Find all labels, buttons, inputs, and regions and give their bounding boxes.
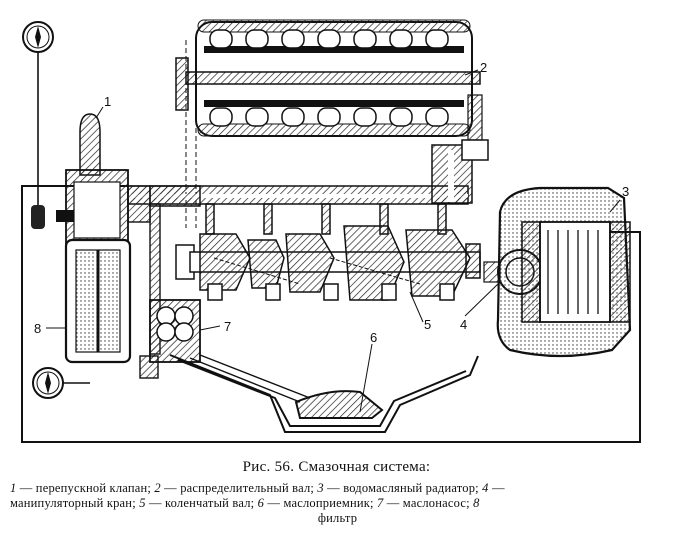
- legend-text-7: — маслонасос;: [386, 496, 470, 510]
- legend-text-1: — перепускной клапан;: [19, 481, 152, 495]
- pressure-gauge-bottom: [32, 367, 90, 399]
- oil-sump: [169, 354, 479, 433]
- legend-text-5: — коленчатый вал;: [148, 496, 255, 510]
- legend-text-8: фильтр: [317, 511, 358, 525]
- callout-2: 2: [480, 60, 488, 75]
- callout-7: 7: [224, 319, 232, 334]
- callout-4: 4: [460, 317, 468, 332]
- camshaft-assembly: [175, 19, 483, 228]
- callout-6: 6: [370, 330, 378, 345]
- legend-line-1: 1 — перепускной клапан; 2 — распределите…: [10, 481, 665, 496]
- legend-text-3: — водомасляный радиатор;: [327, 481, 479, 495]
- legend-num-6: 6: [257, 496, 265, 510]
- legend-num-4: 4: [482, 481, 489, 495]
- lubrication-system-diagram: 1 2 3 4 5 6 7 8: [21, 19, 641, 443]
- figure-legend: 1 — перепускной клапан; 2 — распределите…: [10, 481, 665, 526]
- legend-text-6: — маслоприемник;: [267, 496, 374, 510]
- legend-line-2: манипуляторный кран; 5 — коленчатый вал;…: [10, 496, 665, 511]
- legend-text-4a: —: [491, 481, 505, 495]
- callout-1: 1: [104, 94, 112, 109]
- callout-8: 8: [34, 321, 42, 336]
- callout-3: 3: [622, 184, 630, 199]
- figure-caption-title: Рис. 56. Смазочная система:: [242, 459, 431, 475]
- oil-pump: [139, 203, 201, 379]
- legend-text-2: — распределительный вал;: [164, 481, 315, 495]
- oil-filter: [56, 113, 151, 364]
- oil-radiator: [496, 186, 632, 358]
- legend-num-1: 1: [10, 481, 17, 495]
- callout-leaders: [46, 69, 621, 413]
- legend-num-2: 2: [154, 481, 161, 495]
- callout-5: 5: [424, 317, 432, 332]
- external-oil-line: [21, 185, 641, 443]
- pressure-gauge-top: [22, 21, 54, 229]
- legend-num-7: 7: [377, 496, 384, 510]
- oil-gallery: [127, 139, 489, 235]
- legend-num-5: 5: [139, 496, 146, 510]
- legend-num-3: 3: [317, 481, 324, 495]
- legend-text-4b: манипуляторный кран;: [10, 496, 136, 510]
- crankshaft: [175, 225, 481, 301]
- legend-num-8: 8: [473, 496, 480, 510]
